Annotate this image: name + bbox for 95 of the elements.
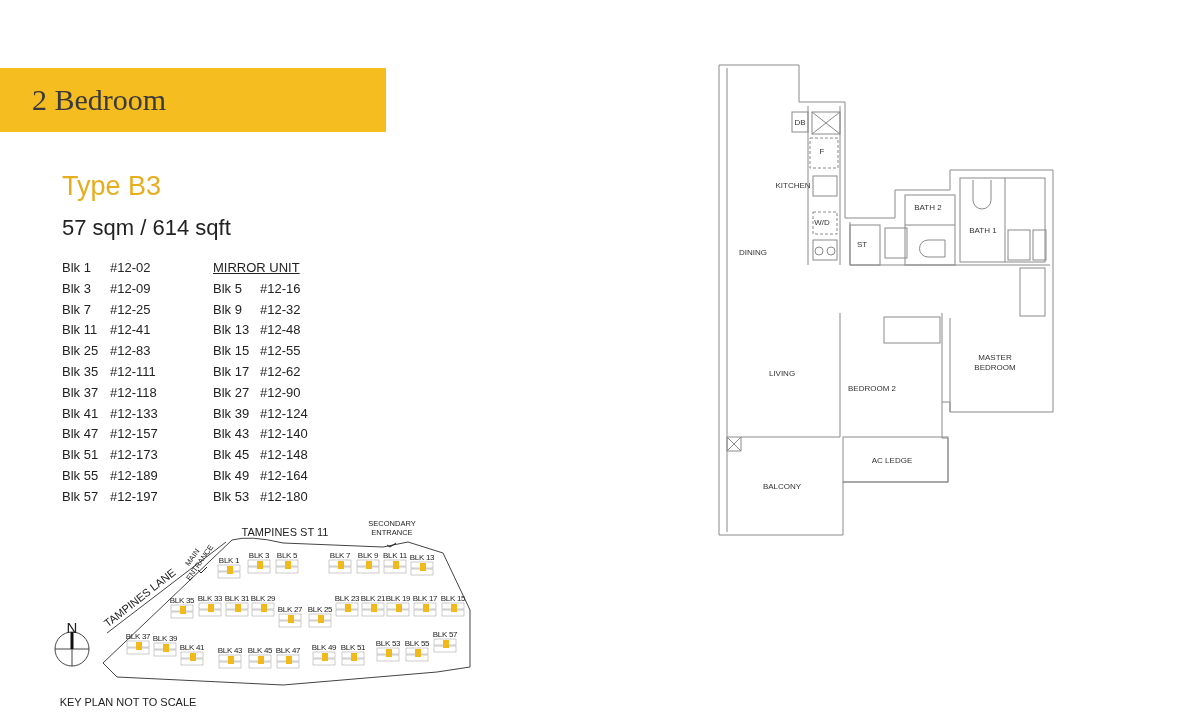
table-cell: Blk 15 [213,343,250,360]
table-cell: Blk 47 [62,426,99,443]
block-label: BLK 35 [169,595,195,605]
table-cell: #12-16 [260,280,301,297]
block-label: BLK 7 [329,550,351,560]
table-cell: Blk 11 [62,322,98,339]
room-label: DB [793,118,807,128]
table-cell: #12-83 [110,343,151,360]
block-label: BLK 41 [179,642,205,652]
room-label: BALCONY [761,482,803,492]
key-plan-note: KEY PLAN NOT TO SCALE [59,695,197,709]
table-cell: Blk 43 [213,426,250,443]
table-cell: #12-48 [260,322,301,339]
table-cell: Blk 51 [62,447,99,464]
table-cell: #12-02 [110,260,151,276]
block-label: BLK 19 [385,593,411,603]
table-cell: #12-133 [110,405,158,422]
block-label: BLK 3 [248,550,270,560]
room-label: ST [855,240,869,250]
room-label: AC LEDGE [870,456,914,466]
block-label: BLK 5 [276,550,298,560]
block-label: BLK 17 [412,593,438,603]
block-label: BLK 13 [409,552,435,562]
table-cell: #12-118 [110,384,157,401]
table-cell: Blk 5 [213,280,242,297]
table-cell: #12-148 [260,447,308,464]
block-label: BLK 37 [125,631,151,641]
column-heading: MIRROR UNIT [213,260,300,276]
block-label: BLK 33 [197,593,223,603]
room-label: KITCHEN [775,181,811,191]
table-cell: #12-55 [260,343,301,360]
block-label: BLK 29 [250,593,276,603]
table-cell: Blk 9 [213,301,242,318]
table-cell: Blk 55 [62,468,99,484]
table-cell: Blk 49 [213,468,250,484]
block-label: BLK 23 [334,593,360,603]
table-cell: Blk 39 [213,405,250,422]
table-cell: #12-180 [260,488,308,505]
block-label: BLK 39 [152,633,178,643]
table-cell: #12-124 [260,405,308,422]
block-label: BLK 27 [277,604,303,614]
block-label: BLK 11 [383,550,407,560]
block-label: BLK 1 [218,555,240,565]
compass-letter: N [66,618,78,636]
block-label: BLK 43 [217,645,243,655]
table-cell: Blk 53 [213,488,250,505]
table-cell: Blk 17 [213,364,250,380]
unit-area: 57 sqm / 614 sqft [62,214,231,242]
table-cell: Blk 57 [62,488,99,505]
road-name: TAMPINES ST 11 [241,525,329,539]
room-label: F [818,147,826,157]
table-cell: #12-09 [110,280,151,297]
block-label: BLK 25 [307,604,333,614]
table-cell: Blk 41 [62,405,99,422]
room-label: BEDROOM 2 [847,384,897,394]
table-cell: Blk 1 [62,260,91,276]
room-label: BATH 2 [913,203,943,213]
table-cell: #12-197 [110,488,158,505]
table-cell: #12-25 [110,301,151,318]
block-label: BLK 9 [357,550,379,560]
block-label: BLK 51 [340,642,366,652]
table-cell: Blk 13 [213,322,250,339]
table-cell: #12-164 [260,468,308,484]
table-cell: #12-157 [110,426,158,443]
table-cell: #12-140 [260,426,308,443]
block-label: BLK 55 [404,638,430,648]
unit-type: Type B3 [62,170,162,202]
table-cell: #12-41 [110,322,151,339]
table-cell: #12-189 [110,468,158,484]
room-label: W/D [813,218,831,228]
table-cell: #12-90 [260,384,301,401]
room-label: MASTER BEDROOM [973,353,1017,373]
table-cell: #12-32 [260,301,301,318]
table-cell: Blk 45 [213,447,250,464]
room-label: LIVING [767,369,797,379]
table-cell: Blk 25 [62,343,99,360]
table-cell: Blk 27 [213,384,250,401]
block-label: BLK 21 [360,593,386,603]
block-label: BLK 57 [432,629,458,639]
table-cell: #12-111 [110,364,156,380]
block-label: BLK 45 [247,645,273,655]
block-label: BLK 47 [275,645,301,655]
table-cell: Blk 35 [62,364,99,380]
block-label: BLK 49 [311,642,337,652]
room-label: DINING [738,248,768,258]
table-cell: Blk 3 [62,280,91,297]
block-label: BLK 31 [224,593,250,603]
table-cell: Blk 37 [62,384,99,401]
block-label: BLK 53 [375,638,401,648]
title: 2 Bedroom [32,82,167,118]
table-cell: #12-62 [260,364,301,380]
table-cell: #12-173 [110,447,158,464]
room-label: BATH 1 [968,226,998,236]
block-label: BLK 15 [440,593,466,603]
table-cell: Blk 7 [62,301,91,318]
